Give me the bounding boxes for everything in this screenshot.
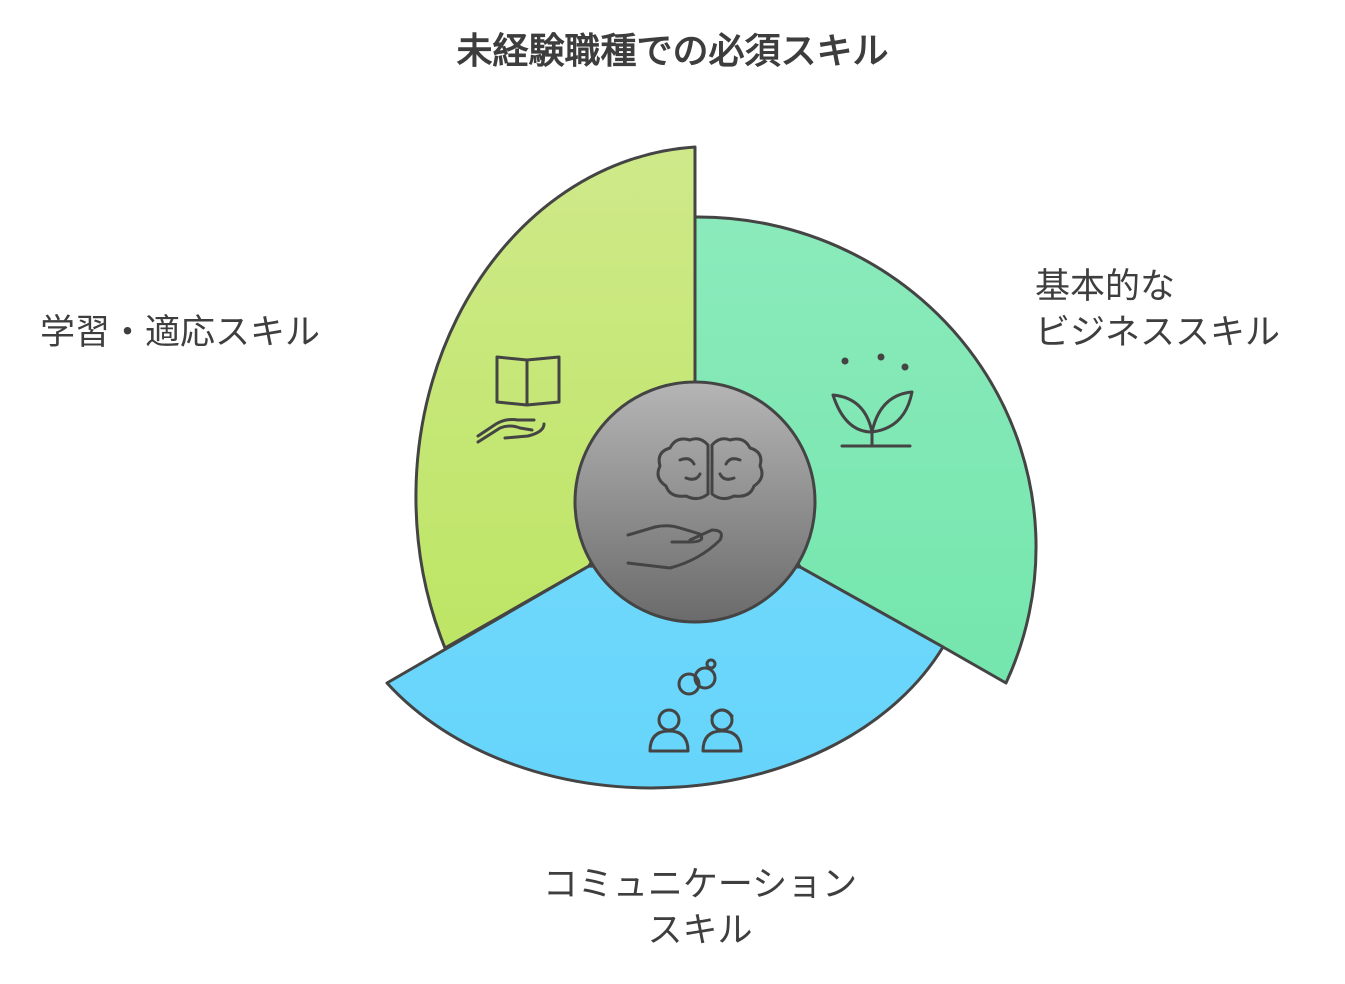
people-conversation-icon [648,658,743,753]
segment-communication [385,564,945,790]
page-title: 未経験職種での必須スキル [456,31,889,72]
brain-in-hand-icon [626,437,764,570]
label-communication-skills: コミュニケーション スキル [480,862,920,954]
book-in-hand-icon [476,355,561,444]
label-business-line-2: ビジネススキル [1035,313,1281,353]
segment-learning [414,145,697,650]
sprout-icon [831,353,914,448]
label-business-line-1: 基本的な [1035,267,1176,307]
center-circle [573,380,817,624]
label-communication-line-1: コミュニケーション [542,865,858,905]
label-learning-skills: 学習・適応スキル [40,310,320,356]
label-business-skills: 基本的な ビジネススキル [1035,264,1280,356]
segment-business [693,215,1038,685]
label-communication-line-2: スキル [647,911,753,951]
label-learning-line-1: 学習・適応スキル [40,313,321,353]
